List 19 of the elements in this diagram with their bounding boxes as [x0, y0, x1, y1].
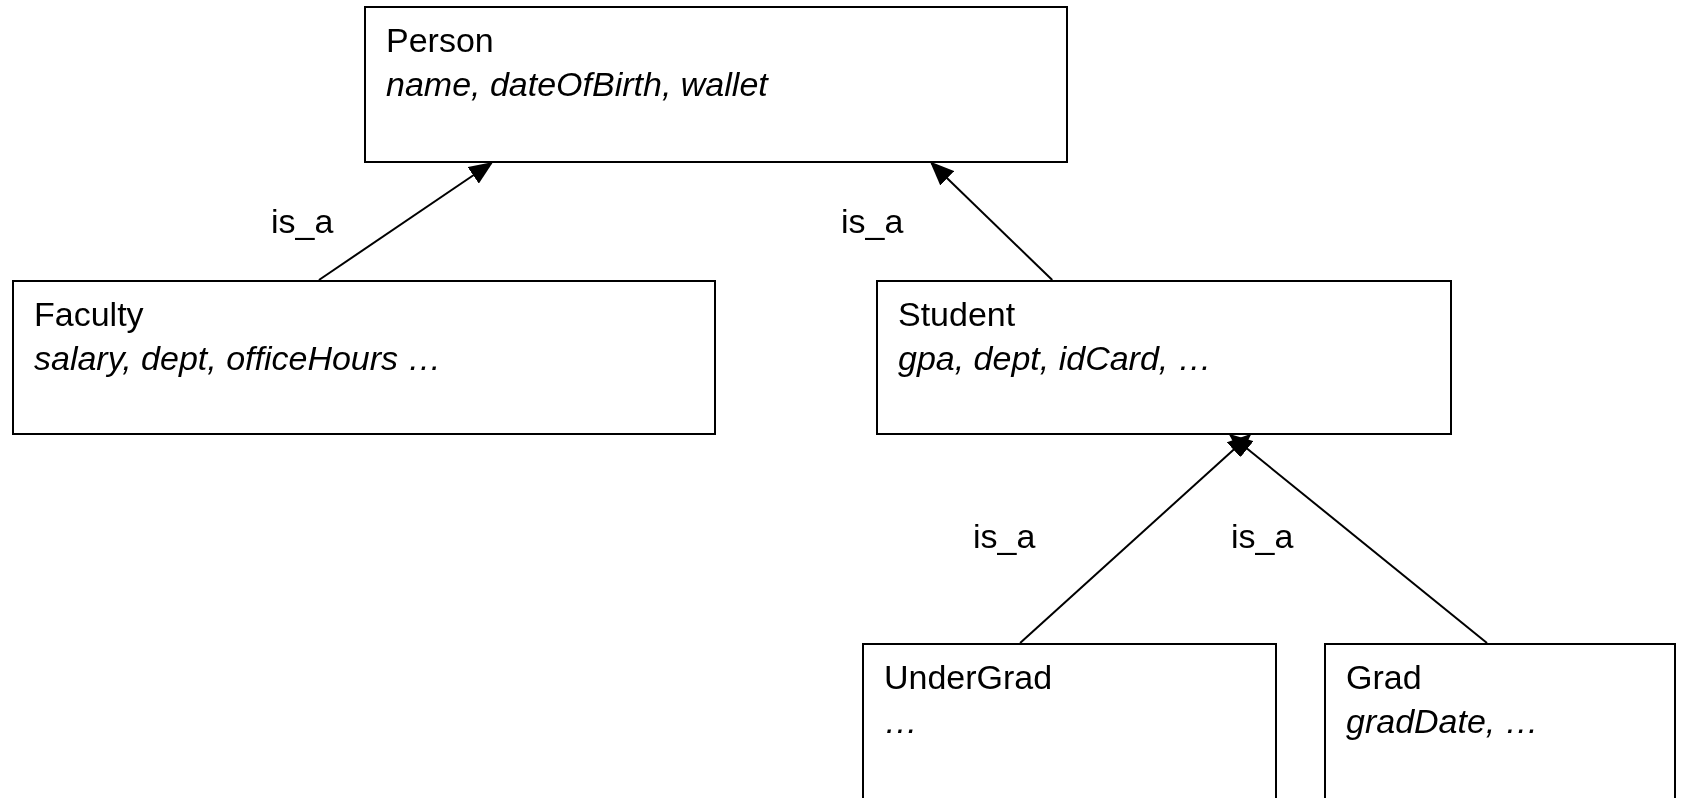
class-box: [364, 6, 1068, 163]
attribute-list: name, dateOfBirth, wallet: [386, 62, 1046, 107]
attribute-list: gradDate, …: [1346, 699, 1654, 744]
class-box: [1324, 643, 1676, 798]
arrow: [1019, 433, 1252, 644]
arrow: [930, 161, 1054, 281]
class-name: Student: [898, 294, 1017, 335]
class-box: [12, 280, 716, 435]
attribute-list: …: [884, 699, 1255, 744]
class-box: [862, 643, 1277, 798]
class-name: Person: [386, 20, 495, 61]
class-name: Faculty: [34, 294, 145, 335]
class-name: Grad: [1346, 657, 1423, 698]
class-box: [876, 280, 1452, 435]
class-name: UnderGrad: [884, 657, 1054, 698]
attribute-list: salary, dept, officeHours …: [34, 336, 694, 381]
arrow: [317, 161, 494, 281]
attribute-list: gpa, dept, idCard, …: [898, 336, 1430, 381]
arrow: [1228, 433, 1488, 644]
